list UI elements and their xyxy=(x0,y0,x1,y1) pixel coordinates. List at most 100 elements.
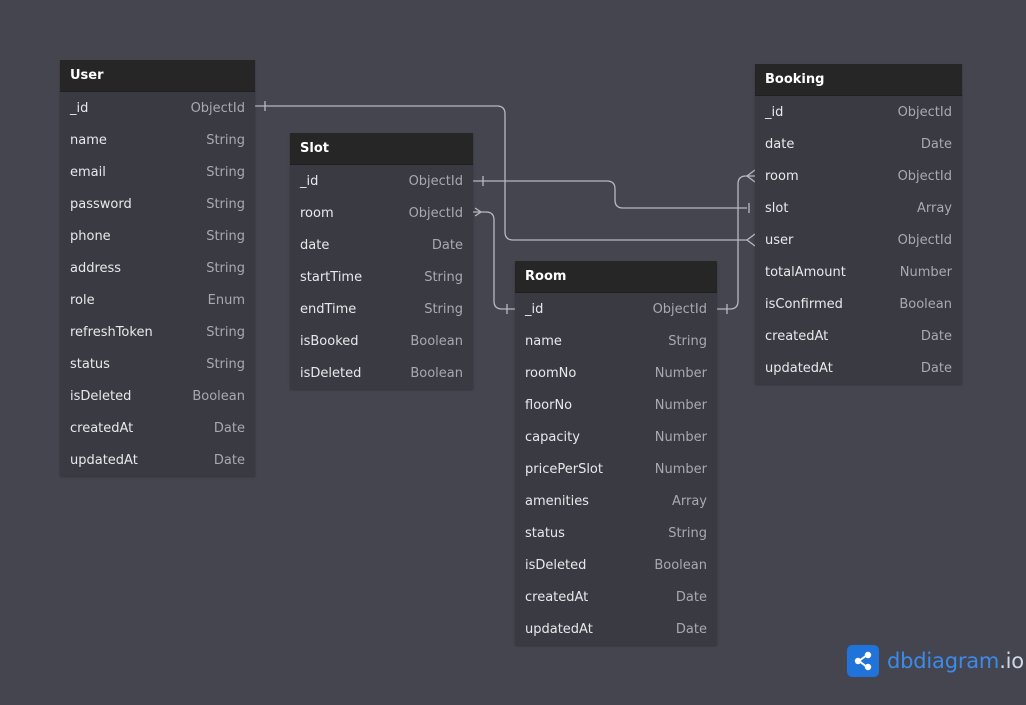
field-row-address[interactable]: address String xyxy=(60,252,255,284)
field-type: Boolean xyxy=(654,557,707,573)
field-name: updatedAt xyxy=(70,452,138,468)
table-header[interactable]: User xyxy=(60,60,255,92)
field-row-endtime[interactable]: endTime String xyxy=(290,293,473,325)
field-name: status xyxy=(70,356,110,372)
table-header[interactable]: Booking xyxy=(755,64,962,96)
field-name: updatedAt xyxy=(765,360,833,376)
field-type: Boolean xyxy=(410,333,463,349)
field-type: ObjectId xyxy=(408,205,463,221)
field-name: _id xyxy=(525,301,544,317)
brand-name: dbdiagram.io xyxy=(887,649,1024,673)
field-name: _id xyxy=(70,100,89,116)
field-name: name xyxy=(70,132,107,148)
field-row-priceperslot[interactable]: pricePerSlot Number xyxy=(515,453,717,485)
field-type: Number xyxy=(654,365,707,381)
field-row-name[interactable]: name String xyxy=(60,124,255,156)
field-type: ObjectId xyxy=(190,100,245,116)
field-name: password xyxy=(70,196,132,212)
field-row-id[interactable]: _id ObjectId xyxy=(60,92,255,124)
field-name: refreshToken xyxy=(70,324,153,340)
field-row-role[interactable]: role Enum xyxy=(60,284,255,316)
field-row-roomno[interactable]: roomNo Number xyxy=(515,357,717,389)
field-name: name xyxy=(525,333,562,349)
field-type: Boolean xyxy=(410,365,463,381)
field-type: Number xyxy=(654,461,707,477)
field-type: Number xyxy=(654,429,707,445)
brand-name-text: dbdiagram xyxy=(887,649,1000,673)
field-type: Date xyxy=(213,420,245,436)
field-type: String xyxy=(424,301,463,317)
field-type: Date xyxy=(920,136,952,152)
field-name: roomNo xyxy=(525,365,577,381)
field-type: String xyxy=(206,196,245,212)
table-header[interactable]: Room xyxy=(515,261,717,293)
field-type: Enum xyxy=(207,292,245,308)
field-type: Date xyxy=(431,237,463,253)
field-name: pricePerSlot xyxy=(525,461,603,477)
field-type: String xyxy=(424,269,463,285)
field-type: ObjectId xyxy=(897,232,952,248)
field-type: String xyxy=(206,132,245,148)
field-name: endTime xyxy=(300,301,357,317)
field-name: status xyxy=(525,525,565,541)
field-type: Date xyxy=(213,452,245,468)
field-type: Boolean xyxy=(192,388,245,404)
field-name: address xyxy=(70,260,122,276)
field-type: ObjectId xyxy=(897,104,952,120)
field-type: Date xyxy=(675,589,707,605)
field-name: role xyxy=(70,292,95,308)
field-type: Date xyxy=(675,621,707,637)
field-type: String xyxy=(206,260,245,276)
field-row-updatedat[interactable]: updatedAt Date xyxy=(60,444,255,476)
brand-tld: .io xyxy=(999,649,1024,673)
connector-room-booking xyxy=(717,175,755,310)
many-marker-slot-room xyxy=(474,207,483,217)
field-row-slot[interactable]: slot Array xyxy=(755,192,962,224)
dbdiagram-brand[interactable]: dbdiagram.io xyxy=(847,645,1024,677)
field-name: phone xyxy=(70,228,111,244)
field-name: createdAt xyxy=(765,328,829,344)
field-row-password[interactable]: password String xyxy=(60,188,255,220)
field-name: isConfirmed xyxy=(765,296,843,312)
field-type: Boolean xyxy=(899,296,952,312)
field-name: slot xyxy=(765,200,789,216)
field-type: Array xyxy=(916,200,952,216)
field-name: amenities xyxy=(525,493,589,509)
field-row-isconfirmed[interactable]: isConfirmed Boolean xyxy=(755,288,962,320)
table-header[interactable]: Slot xyxy=(290,133,473,165)
